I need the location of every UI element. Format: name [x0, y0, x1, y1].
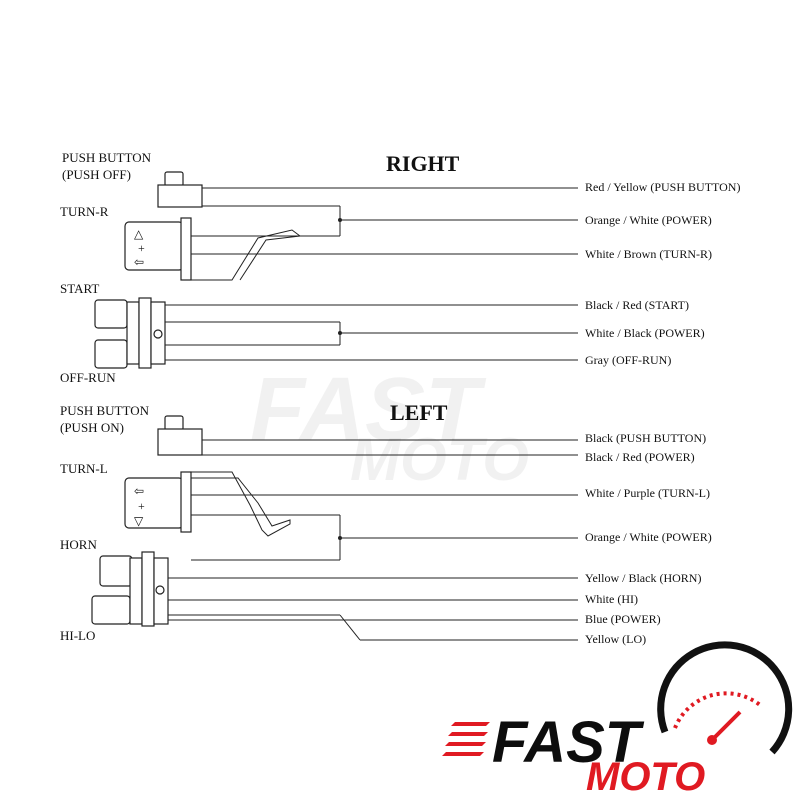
heading-left: LEFT	[390, 400, 448, 425]
wire-label-right-1: Orange / White (POWER)	[585, 213, 712, 227]
label-push-button-right-2: (PUSH OFF)	[62, 167, 131, 182]
push-button-left-switch	[157, 415, 203, 456]
wire-label-left-4: Yellow / Black (HORN)	[585, 571, 701, 585]
speed-streaks-icon	[442, 722, 490, 756]
label-push-button-left-2: (PUSH ON)	[60, 420, 124, 435]
wire-label-right-2: White / Brown (TURN-R)	[585, 247, 712, 261]
horn-hi-lo-switch	[91, 551, 169, 627]
logo-fast: FAST	[492, 710, 645, 775]
arrow-left-icon: ⇦	[134, 484, 144, 498]
label-horn: HORN	[60, 537, 97, 552]
heading-right: RIGHT	[386, 151, 460, 176]
wire-label-right-4: White / Black (POWER)	[585, 326, 705, 340]
plus-icon: +	[138, 241, 145, 255]
logo-moto: MOTO	[586, 755, 705, 799]
wire-label-right-0: Red / Yellow (PUSH BUTTON)	[585, 180, 740, 194]
wire-label-left-7: Yellow (LO)	[585, 632, 646, 646]
turn-r-switch: △ + ⇦	[124, 217, 302, 281]
wire-label-left-6: Blue (POWER)	[585, 612, 661, 626]
label-turn-r: TURN-R	[60, 204, 109, 219]
wire-label-left-0: Black (PUSH BUTTON)	[585, 431, 706, 445]
watermark-moto: MOTO	[350, 426, 529, 493]
label-hi-lo: HI-LO	[60, 628, 95, 643]
label-push-button-right-1: PUSH BUTTON	[62, 150, 152, 165]
fastmoto-logo: FAST MOTO	[442, 641, 793, 799]
watermark: FAST MOTO	[250, 360, 529, 493]
plus-icon: +	[138, 499, 145, 513]
wire-label-left-3: Orange / White (POWER)	[585, 530, 712, 544]
push-button-right-switch	[157, 171, 203, 208]
wire-label-right-3: Black / Red (START)	[585, 298, 689, 312]
speedometer-icon	[657, 641, 793, 755]
label-turn-l: TURN-L	[60, 461, 108, 476]
watermark-fast: FAST	[250, 360, 487, 460]
label-start: START	[60, 281, 99, 296]
hazard-triangle-icon: ▽	[134, 514, 144, 528]
wire-label-left-2: White / Purple (TURN-L)	[585, 486, 710, 500]
turn-l-switch: ⇦ + ▽	[124, 471, 291, 537]
wire-label-left-1: Black / Red (POWER)	[585, 450, 695, 464]
label-push-button-left-1: PUSH BUTTON	[60, 403, 150, 418]
arrow-left-icon: ⇦	[134, 255, 144, 269]
wire-label-right-5: Gray (OFF-RUN)	[585, 353, 671, 367]
wire-label-left-5: White (HI)	[585, 592, 638, 606]
label-off-run: OFF-RUN	[60, 370, 116, 385]
hazard-triangle-icon: △	[134, 227, 144, 241]
start-off-run-switch	[94, 297, 166, 369]
